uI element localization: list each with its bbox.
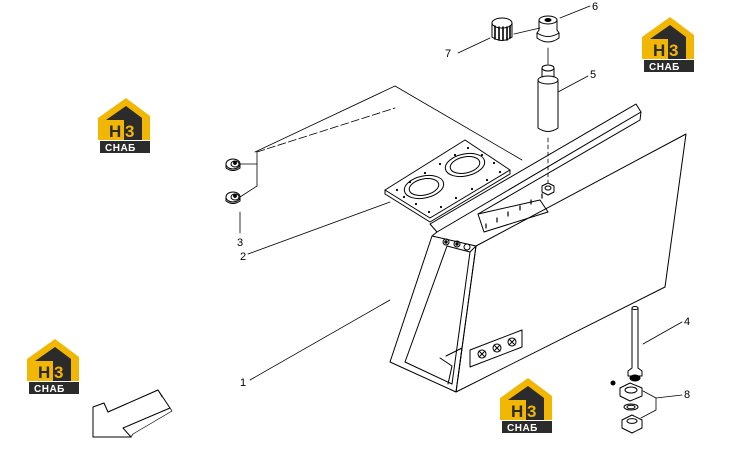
knurled-cap — [491, 17, 513, 41]
filter-nut — [541, 182, 555, 196]
filter-element — [537, 64, 559, 132]
watermark-logo — [636, 15, 700, 75]
direction-arrow-icon — [92, 389, 173, 438]
plug-lower — [225, 191, 241, 204]
watermark-logo — [92, 96, 156, 156]
assembly-lines — [239, 47, 549, 198]
callout-7: 7 — [445, 48, 451, 60]
drain-valve — [610, 380, 643, 434]
callout-8: 8 — [684, 389, 690, 401]
watermark-logo — [494, 376, 558, 436]
callout-3: 3 — [237, 237, 243, 249]
watermark-logo — [21, 337, 85, 397]
tank-body — [389, 103, 687, 393]
callout-5: 5 — [590, 69, 596, 81]
level-gauge-rod — [627, 306, 643, 382]
callout-numbers: 1 2 3 4 5 6 7 8 — [237, 1, 690, 401]
callout-1: 1 — [240, 377, 246, 389]
callout-2: 2 — [240, 251, 246, 263]
plug-upper — [225, 158, 241, 171]
callout-6: 6 — [592, 1, 598, 13]
filter-cap — [536, 15, 560, 43]
leader-lines — [239, 5, 683, 419]
callout-4: 4 — [684, 316, 690, 328]
cover-plate — [384, 139, 511, 223]
